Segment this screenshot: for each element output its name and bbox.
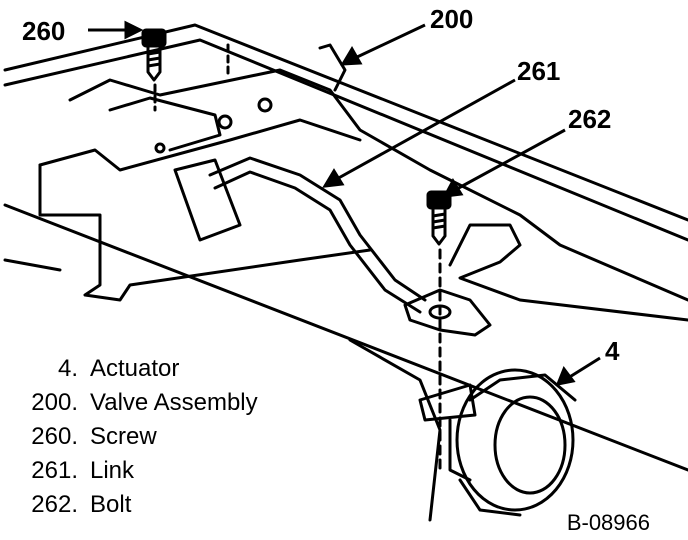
arrowhead-261 <box>322 168 345 188</box>
arrowhead-260 <box>124 20 144 40</box>
leader-261 <box>334 78 516 182</box>
frame-left-lower <box>3 258 62 272</box>
valve-assembly-body <box>68 68 688 302</box>
callout-260: 260 <box>22 16 65 46</box>
leader-262 <box>454 128 566 192</box>
legend-number: 200. <box>31 389 78 416</box>
legend-label: Screw <box>90 423 157 450</box>
valve-assembly-bracket <box>108 96 222 152</box>
legend-number: 260. <box>31 423 78 450</box>
arrowhead-4 <box>555 365 576 387</box>
mount-hole <box>154 142 166 154</box>
link-rod <box>208 156 427 302</box>
mount-hole <box>217 114 233 130</box>
arrowhead-262 <box>442 177 464 198</box>
legend-row: 260. Screw <box>0 420 320 454</box>
legend-number: 261. <box>31 457 78 484</box>
frame-top-rail-inner <box>3 38 688 242</box>
valve-assembly-mount-tab <box>318 43 347 92</box>
legend-number: 262. <box>31 491 78 518</box>
legend-number: 4. <box>57 355 78 382</box>
arrowhead-200 <box>340 46 363 66</box>
legend-label: Link <box>90 457 135 484</box>
actuator-4 <box>418 368 577 517</box>
valve-assembly-lower-edge <box>38 118 362 172</box>
legend-row: 4. Actuator <box>0 352 320 386</box>
frame-top-rail <box>3 23 688 222</box>
leader-200 <box>354 23 426 60</box>
legend-label: Valve Assembly <box>90 389 258 416</box>
legend-row: 262. Bolt <box>0 488 320 522</box>
callout-261: 261 <box>517 56 560 86</box>
bolt-262 <box>426 190 452 246</box>
figure-id: B-08966 <box>566 510 650 535</box>
callout-4: 4 <box>605 336 620 366</box>
valve-assembly-flange <box>38 163 372 302</box>
frame-lower-edge <box>348 338 442 522</box>
link-rod-edge <box>213 170 422 314</box>
legend-row: 261. Link <box>0 454 320 488</box>
parts-legend: 4. Actuator 200. Valve Assembly 260. Scr… <box>0 352 320 522</box>
mount-plate <box>403 288 492 337</box>
legend-label: Actuator <box>90 355 180 382</box>
right-bracket <box>448 223 688 322</box>
legend-label: Bolt <box>90 491 132 518</box>
leader-4 <box>567 356 601 380</box>
legend-row: 200. Valve Assembly <box>0 386 320 420</box>
callout-262: 262 <box>568 104 611 134</box>
valve-window <box>173 158 242 242</box>
mount-hole <box>257 97 273 113</box>
screw-260 <box>141 28 167 82</box>
callout-200: 200 <box>430 4 473 34</box>
frame-diagonal <box>3 203 688 472</box>
